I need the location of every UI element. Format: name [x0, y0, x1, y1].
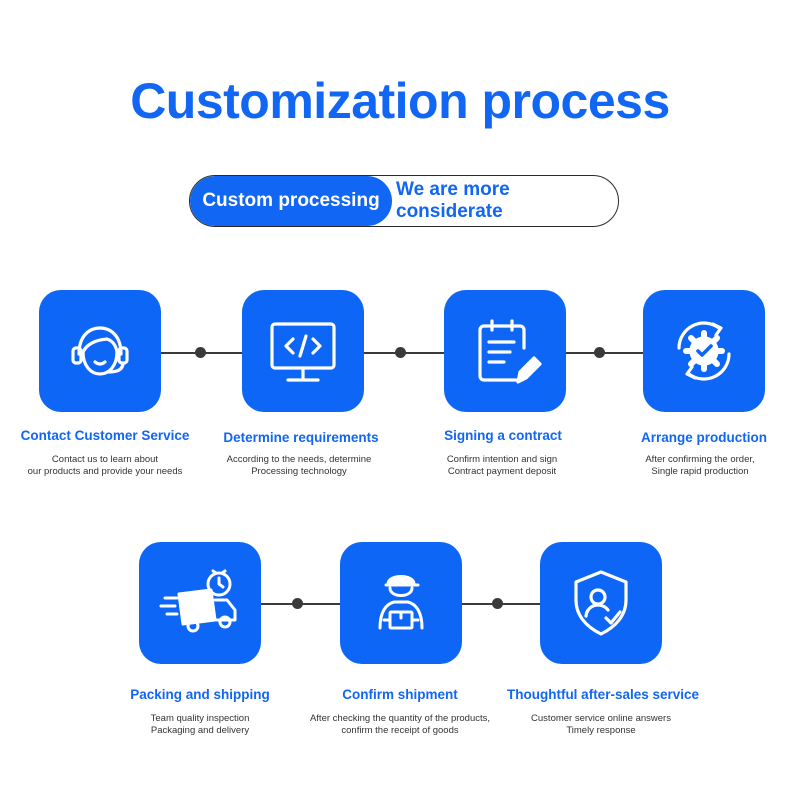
- connector-dot: [594, 347, 605, 358]
- step-tile-contact: [39, 290, 161, 412]
- step-description: After checking the quantity of the produ…: [309, 713, 491, 736]
- customer-service-headset-icon: [71, 326, 129, 376]
- tagline-pill: Custom processing We are more considerat…: [189, 175, 619, 227]
- step-tile-production: [643, 290, 765, 412]
- step-title: Confirm shipment: [342, 687, 458, 702]
- step-tile-after-sales: [540, 542, 662, 664]
- step-description: After confirming the order, Single rapid…: [645, 454, 755, 477]
- gear-check-cycle-icon: [677, 321, 731, 381]
- connector-dot: [195, 347, 206, 358]
- step-title: Signing a contract: [444, 428, 562, 443]
- step-title: Packing and shipping: [130, 687, 270, 702]
- step-description: Team quality inspection Packaging and de…: [150, 713, 250, 736]
- connector-dot: [395, 347, 406, 358]
- connector-dot: [492, 598, 503, 609]
- connector-line: [566, 352, 644, 354]
- step-description: Confirm intention and sign Contract paym…: [446, 454, 558, 477]
- step-description: Customer service online answers Timely r…: [531, 713, 671, 736]
- step-title: Thoughtful after-sales service: [506, 687, 700, 702]
- pill-highlight-label: Custom processing: [190, 176, 392, 226]
- step-tile-shipping: [139, 542, 261, 664]
- step-tile-confirm-shipment: [340, 542, 462, 664]
- step-tile-requirements: [242, 290, 364, 412]
- delivery-truck-clock-icon: [159, 569, 237, 633]
- step-title: Contact Customer Service: [20, 428, 190, 443]
- clipboard-pen-icon: [478, 319, 542, 384]
- step-description: According to the needs, determine Proces…: [226, 454, 372, 477]
- pill-tagline-label: We are more considerate: [396, 179, 510, 222]
- monitor-code-icon: [270, 322, 336, 382]
- connector-dot: [292, 598, 303, 609]
- page-title: Customization process: [130, 73, 670, 129]
- shield-user-check-icon: [574, 570, 628, 636]
- step-tile-contract: [444, 290, 566, 412]
- step-title: Determine requirements: [223, 430, 379, 445]
- step-title: Arrange production: [640, 430, 767, 445]
- step-description: Contact us to learn about our products a…: [27, 454, 183, 477]
- courier-package-icon: [378, 575, 424, 630]
